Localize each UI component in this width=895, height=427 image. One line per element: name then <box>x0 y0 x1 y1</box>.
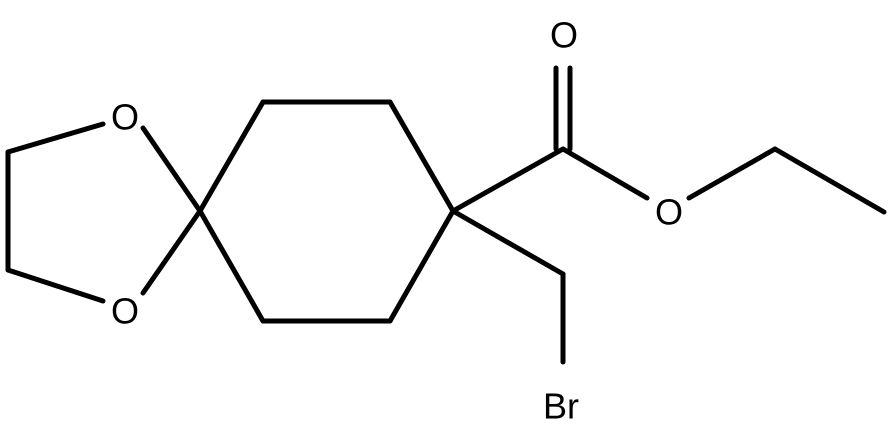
bond-c6-spiro <box>197 208 266 324</box>
atom-o-ring-bottom: O <box>111 291 139 332</box>
bond-spiro-c2 <box>197 99 266 214</box>
bond-ch2-ch3 <box>772 146 887 215</box>
atom-br: Br <box>543 386 579 427</box>
bond-o-top-ch2 <box>5 121 106 155</box>
atom-o-ring-top: O <box>111 97 139 138</box>
bond-o-bottom-spiro <box>140 208 203 296</box>
atom-o-carbonyl: O <box>550 15 578 56</box>
atom-o-ester: O <box>655 192 683 233</box>
bond-quaternary-ch2br <box>450 208 566 277</box>
cyclohexane-ring <box>197 99 456 324</box>
bond-quaternary-c5 <box>387 208 456 324</box>
bond-quaternary-carbonyl-c <box>450 146 566 214</box>
bond-ch2-o-bottom <box>5 267 106 304</box>
bromomethyl-group <box>450 208 566 365</box>
bond-c3-quaternary <box>387 99 456 214</box>
ester-group <box>450 65 887 215</box>
bond-o-ester-ch2 <box>686 146 778 201</box>
bond-carbonyl-c-o-ester <box>560 146 650 201</box>
dioxolane-ring <box>5 121 203 304</box>
bond-o-top-spiro <box>140 125 203 214</box>
